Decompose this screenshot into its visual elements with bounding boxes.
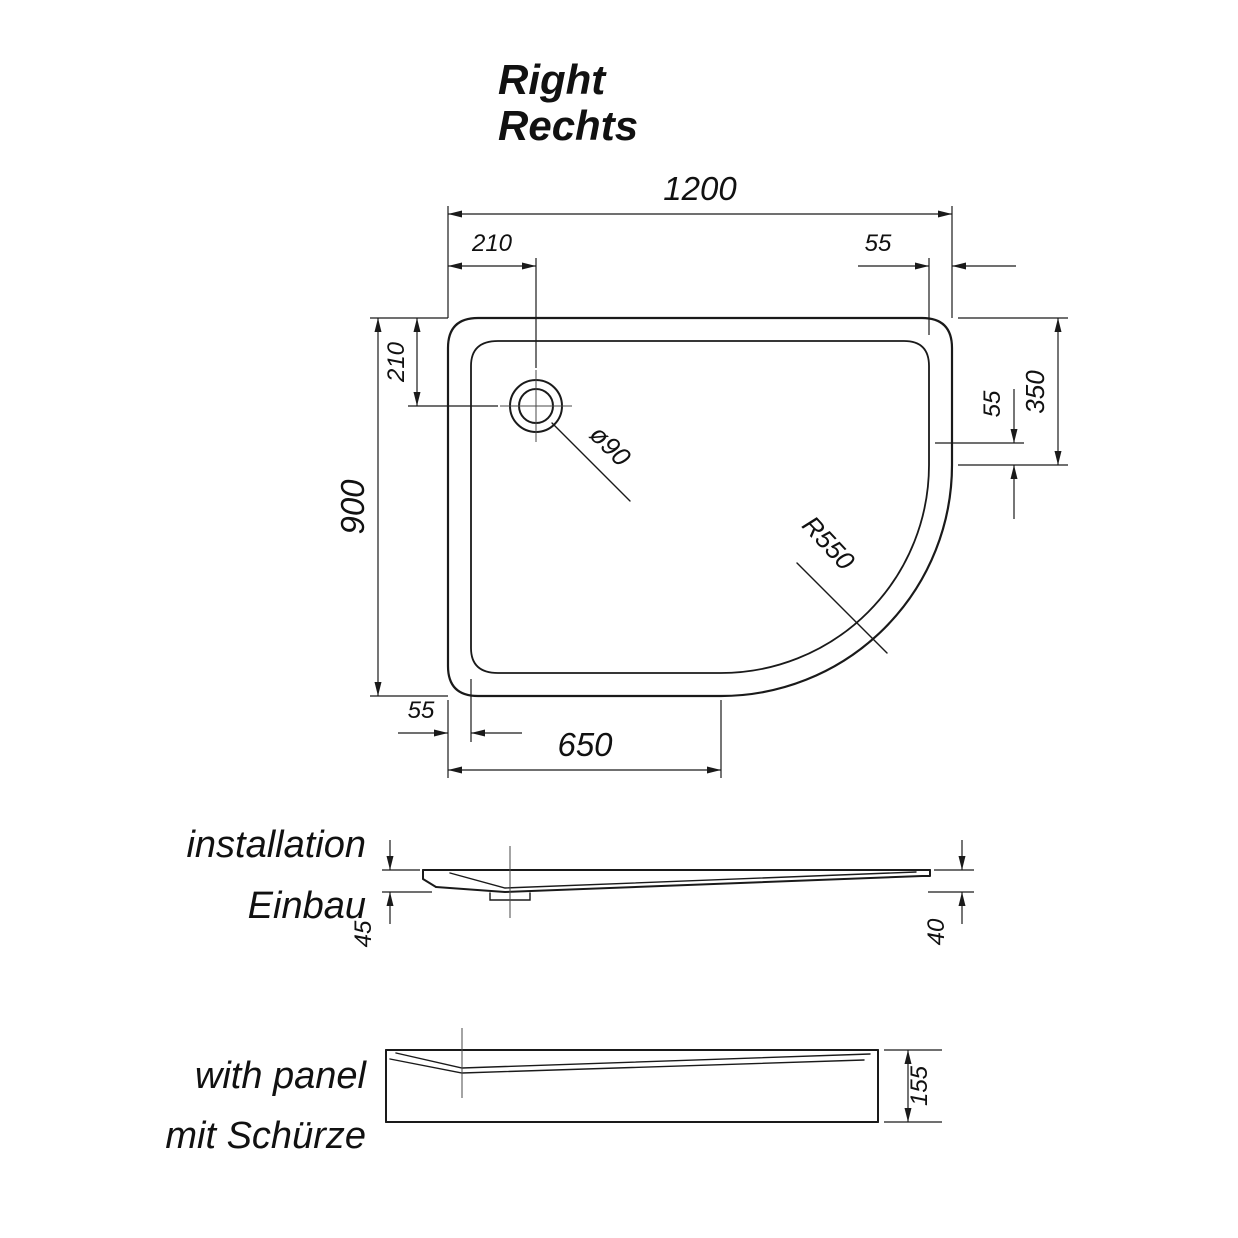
panel-underside-line [389,1058,865,1074]
dim-rim-right-label: 55 [979,390,1006,417]
dim-bottom-edge: 650 [448,700,722,778]
drain-diameter-label: ø90 [584,419,637,472]
dim-panel-height-label: 155 [906,1065,933,1106]
dim-panel-height: 155 [884,1049,942,1123]
panel-label-de: mit Schürze [165,1115,366,1157]
dim-width-label: 1200 [663,170,737,207]
installation-profile [422,846,931,918]
tray-outer-outline [446,316,954,698]
dim-bottom-edge-label: 650 [557,726,613,763]
dim-right-edge-label: 350 [1020,370,1050,414]
title-orientation-en: Right [498,56,607,103]
dim-overall-height: 900 [334,317,448,697]
installation-label-de: Einbau [248,885,366,927]
dim-height-label: 900 [334,479,371,535]
corner-radius-label: R550 [796,510,861,576]
dim-drain-offset-y: 210 [383,318,498,407]
panel-label-en: with panel [195,1055,368,1097]
title-block: Right Rechts [498,56,638,149]
drain-leader-line [551,422,631,502]
dim-drain-y-label: 210 [383,341,410,383]
installation-section: installation Einbau 45 40 [186,824,974,947]
profile-left-cap [422,869,437,888]
dim-overall-width: 1200 [447,170,953,318]
plan-view: ø90 R550 [446,316,954,698]
dim-drain-offset-x: 210 [448,230,537,368]
dim-drain-x-label: 210 [471,230,513,257]
dim-install-left-label: 45 [350,920,377,947]
installation-label-en: installation [186,824,366,866]
title-orientation-de: Rechts [498,102,638,149]
dim-installation-left-height: 45 [350,840,432,947]
profile-basin-line [449,871,917,889]
dim-rim-top-right: 55 [858,230,1016,335]
tray-inner-rim [470,340,930,674]
dim-rim-top-right-label: 55 [865,230,892,257]
dim-rim-right: 55 [935,389,1024,519]
panel-section: with panel mit Schürze 155 [165,1028,942,1157]
dim-rim-left: 55 [398,679,522,778]
radius-leader-line [796,562,888,654]
panel-profile [385,1028,879,1123]
dim-rim-left-label: 55 [408,697,435,724]
dim-install-right-label: 40 [923,918,950,945]
panel-basin-line [395,1052,871,1069]
profile-bottom-edge [435,869,931,893]
dim-installation-right-height: 40 [923,840,974,945]
